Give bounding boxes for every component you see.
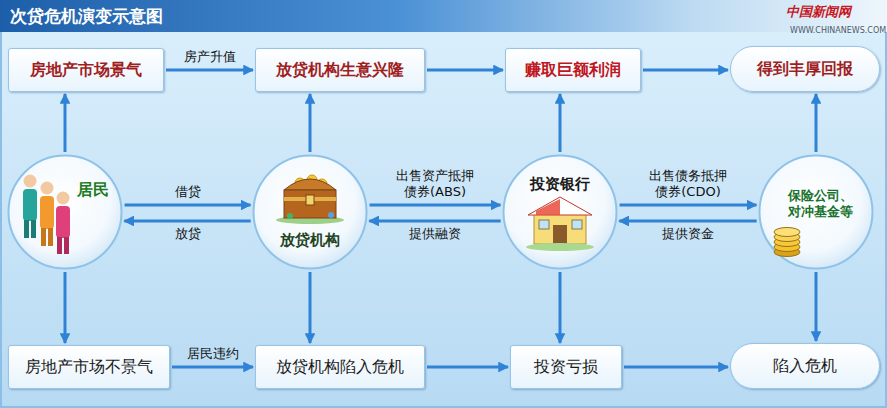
- watermark-holder: 中国新闻网: [786, 1, 851, 21]
- flow-arrow: [64, 272, 67, 343]
- actor-circle: 保险公司、 对冲基金等: [758, 154, 874, 270]
- edge-label-holder: 出售债务抵押 债券(CDO): [640, 168, 736, 201]
- actor-label: 保险公司、 对冲基金等: [788, 188, 853, 221]
- edge-label-holder: 居民违约: [187, 346, 239, 362]
- flow-arrow: [815, 94, 818, 152]
- flow-arrow: [624, 366, 728, 369]
- process-box: 房地产市场不景气: [8, 345, 170, 389]
- flow-arrow: [559, 272, 562, 343]
- coin-stack-icon: [774, 228, 800, 257]
- process-box: 放贷机构生意兴隆: [255, 48, 425, 92]
- flow-arrow: [620, 204, 757, 207]
- box-label: 房地产市场景气: [30, 60, 142, 81]
- flow-arrow: [427, 366, 508, 369]
- flow-arrow: [309, 94, 312, 152]
- edge-label: 居民违约: [187, 346, 239, 361]
- flow-arrow: [370, 204, 501, 207]
- circle-text-holder: 投资银行: [530, 175, 590, 194]
- edge-label-holder: 提供融资: [409, 226, 461, 242]
- flow-arrow: [166, 69, 253, 72]
- process-box: 放贷机构陷入危机: [255, 345, 425, 389]
- people-icon: [23, 175, 70, 255]
- watermark-text: 中国新闻网: [786, 4, 851, 19]
- actor-circle: 放贷机构: [252, 154, 368, 270]
- flow-arrow: [643, 69, 728, 72]
- flow-arrow: [172, 366, 253, 369]
- process-box: 赚取巨额利润: [505, 48, 641, 92]
- actor-circle: 居民: [7, 154, 123, 270]
- title-bar: 次贷危机演变示意图: [0, 0, 887, 32]
- edge-label-holder: 房产升值: [184, 49, 236, 65]
- circle-text-holder: 保险公司、 对冲基金等: [788, 188, 853, 221]
- flow-arrow: [64, 94, 67, 152]
- circle-shape: [504, 156, 617, 269]
- circle-outline: [252, 154, 368, 270]
- actor-circle: 投资银行: [502, 154, 618, 270]
- circle-text-holder: 放贷机构: [280, 231, 340, 250]
- watermark-text: WWW.CHINANEWS.COM: [790, 26, 886, 35]
- circle-text-holder: 居民: [77, 180, 109, 200]
- edge-label-holder: 借贷: [175, 184, 201, 200]
- box-label: 放贷机构陷入危机: [276, 357, 404, 378]
- box-label: 赚取巨额利润: [525, 60, 621, 81]
- box-label: 放贷机构生意兴隆: [276, 60, 404, 81]
- edge-label: 出售债务抵押 债券(CDO): [649, 168, 727, 199]
- flow-arrow: [125, 204, 251, 207]
- edge-label-holder: 放贷: [175, 226, 201, 242]
- circle-outline: [502, 154, 618, 270]
- box-label: 投资亏损: [534, 357, 598, 378]
- circle-shape: [760, 156, 873, 269]
- edge-label-holder: 出售资产抵押 债券(ABS): [387, 168, 483, 201]
- outcome-pill: 陷入危机: [730, 343, 880, 389]
- outcome-pill: 得到丰厚回报: [730, 46, 880, 92]
- actor-label: 居民: [77, 180, 109, 200]
- edge-label: 出售资产抵押 债券(ABS): [396, 168, 474, 199]
- flow-arrow: [309, 272, 312, 343]
- actor-label: 投资银行: [530, 175, 590, 194]
- circle-shape: [254, 156, 367, 269]
- edge-label: 提供资金: [662, 226, 714, 241]
- watermark-holder: WWW.CHINANEWS.COM: [790, 18, 886, 37]
- treasure-chest-icon: [276, 175, 344, 224]
- diagram-title: 次贷危机演变示意图: [10, 5, 163, 28]
- flow-arrow: [124, 220, 250, 223]
- bank-house-icon: [526, 197, 594, 251]
- box-label: 得到丰厚回报: [757, 59, 853, 80]
- process-box: 投资亏损: [510, 345, 622, 389]
- box-label: 陷入危机: [773, 356, 837, 377]
- edge-label: 提供融资: [409, 226, 461, 241]
- edge-label: 房产升值: [184, 49, 236, 64]
- flow-arrow: [369, 220, 500, 223]
- circle-outline: [7, 154, 123, 270]
- flow-arrow: [619, 220, 756, 223]
- edge-label: 借贷: [175, 184, 201, 199]
- edge-label-holder: 提供资金: [662, 226, 714, 242]
- edge-label: 放贷: [175, 226, 201, 241]
- process-box: 房地产市场景气: [8, 48, 164, 92]
- circle-shape: [9, 156, 122, 269]
- box-label: 房地产市场不景气: [25, 357, 153, 378]
- actor-label: 放贷机构: [280, 231, 340, 250]
- flow-arrow: [559, 94, 562, 152]
- flow-arrow: [427, 69, 503, 72]
- flow-arrow: [815, 272, 818, 341]
